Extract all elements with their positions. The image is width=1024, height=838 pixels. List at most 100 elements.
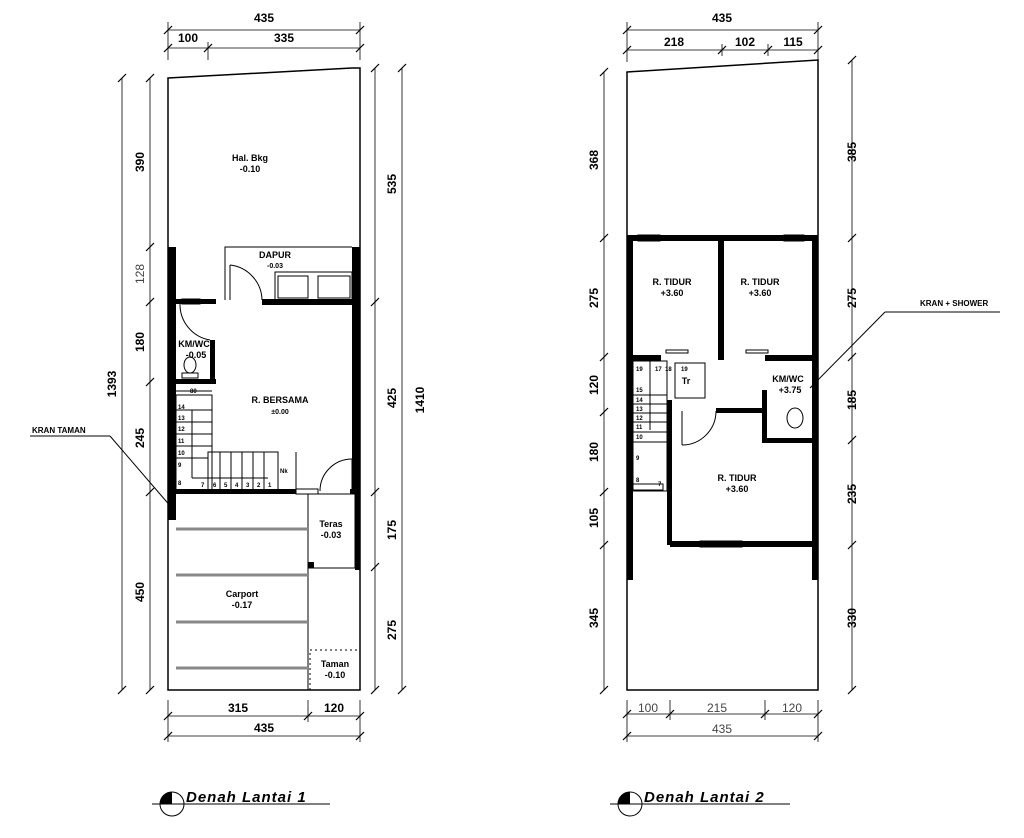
room-level: +3.75 xyxy=(779,385,802,395)
stair-step: 13 xyxy=(636,407,643,413)
dimension-right: 385 275 185 235 330 xyxy=(845,55,859,695)
plan-title: Denah Lantai 2 xyxy=(644,789,765,806)
stair-step: 19 xyxy=(681,367,688,373)
dim-top-seg: 115 xyxy=(783,35,803,49)
dim-right-seg: 275 xyxy=(385,620,399,640)
dim-top-seg1: 100 xyxy=(178,31,198,45)
dim-left-seg: 120 xyxy=(587,375,601,395)
stair-step: 3 xyxy=(246,483,250,489)
section-symbol-icon xyxy=(152,791,330,817)
note-kran-taman: KRAN TAMAN xyxy=(32,426,86,435)
dim-left-seg: 180 xyxy=(587,442,601,462)
stair-step: 4 xyxy=(235,483,239,489)
stair-step: 8 xyxy=(636,478,640,484)
dim-left-seg: 105 xyxy=(587,508,601,528)
dim-right-seg: 275 xyxy=(845,288,859,308)
dim-right-seg: 185 xyxy=(845,390,859,410)
dim-left-seg: 345 xyxy=(587,608,601,628)
room-name: R. TIDUR xyxy=(718,473,757,483)
dim-bottom-seg: 120 xyxy=(782,701,802,715)
dimension-top: 435 218 102 115 xyxy=(622,11,823,62)
stair-step: 7 xyxy=(201,483,205,489)
room-name: KM/WC xyxy=(178,339,210,349)
room-level: -0.03 xyxy=(267,263,283,270)
dim-right-seg: 235 xyxy=(845,484,859,504)
stair-step: 11 xyxy=(178,439,185,445)
stair-step: 9 xyxy=(636,456,640,462)
stair-label: Nk xyxy=(280,469,288,475)
room-name: Carport xyxy=(226,589,259,599)
room-level: +3.60 xyxy=(661,288,684,298)
bathroom xyxy=(179,298,211,379)
front-door-swing xyxy=(319,458,353,492)
kitchen xyxy=(224,246,353,301)
dimension-right: 535 425 175 275 1410 xyxy=(370,63,427,695)
dimension-bottom: 315 120 435 xyxy=(163,700,365,742)
stair-step: 1 xyxy=(268,483,272,489)
dim-top-total: 435 xyxy=(254,11,274,25)
room-level: +3.60 xyxy=(726,484,749,494)
plan-title: Denah Lantai 1 xyxy=(186,789,307,806)
dim-bottom-seg1: 315 xyxy=(228,701,248,715)
room-level: -0.03 xyxy=(321,530,342,540)
dim-right-seg: 535 xyxy=(385,174,399,194)
staircase: 19 17 18 19 15 14 13 12 11 10 9 8 7 Tr xyxy=(632,360,706,492)
dim-bottom-seg2: 120 xyxy=(324,701,344,715)
dim-left-seg: 368 xyxy=(587,150,601,170)
dim-left-seg: 275 xyxy=(587,288,601,308)
toilet-icon xyxy=(786,407,804,429)
dim-left-seg: 390 xyxy=(133,152,147,172)
stair-step: 7 xyxy=(658,482,662,488)
dim-right-seg: 175 xyxy=(385,520,399,540)
stair-step: 8 xyxy=(178,481,182,487)
stair-step: 10 xyxy=(178,451,185,457)
stair-step: 5 xyxy=(224,483,228,489)
dim-top-total: 435 xyxy=(712,11,732,25)
walls xyxy=(627,234,818,580)
sink-icon xyxy=(317,275,351,299)
room-name: DAPUR xyxy=(259,250,292,260)
room-level: +3.60 xyxy=(749,288,772,298)
stove-icon xyxy=(277,275,309,299)
dimension-bottom: 100 215 120 435 xyxy=(622,700,823,742)
room-name: Taman xyxy=(321,659,349,669)
dim-bottom-total: 435 xyxy=(254,721,274,735)
dim-right-seg: 425 xyxy=(385,388,399,408)
room-level: ±0.00 xyxy=(271,409,289,416)
teras-carport xyxy=(176,493,361,691)
stair-label: Tr xyxy=(682,376,691,386)
stair-step: 15 xyxy=(636,388,643,394)
leader-line xyxy=(809,311,886,389)
room-level: -0.17 xyxy=(232,600,253,610)
leader-line xyxy=(109,435,173,509)
dim-left-seg: 245 xyxy=(133,428,147,448)
stair-step: 14 xyxy=(636,398,643,404)
room-name: R. TIDUR xyxy=(741,277,780,287)
room-level: -0.10 xyxy=(325,670,346,680)
dim-left-seg: 450 xyxy=(133,582,147,602)
stair-width-label: 80 xyxy=(190,389,197,395)
dim-left-total: 1393 xyxy=(105,370,119,397)
dimension-left: 1393 390 128 180 245 450 xyxy=(105,73,155,695)
dim-right-total: 1410 xyxy=(413,386,427,413)
plan-lantai-2: 435 218 102 115 368 275 120 180 105 345 … xyxy=(587,11,1000,817)
dim-top-seg: 218 xyxy=(664,35,684,49)
stair-step: 12 xyxy=(178,427,185,433)
dim-left-seg: 128 xyxy=(133,264,147,284)
stair-step: 19 xyxy=(636,367,643,373)
dim-top-seg2: 335 xyxy=(274,31,294,45)
room-name: Teras xyxy=(319,519,342,529)
dim-right-seg: 385 xyxy=(845,142,859,162)
room-name: Hal. Bkg xyxy=(232,153,268,163)
stair-step: 18 xyxy=(665,367,672,373)
dim-left-seg: 180 xyxy=(133,332,147,352)
stair-step: 6 xyxy=(213,483,217,489)
dim-top-seg: 102 xyxy=(735,35,755,49)
dimension-top: 435 100 335 xyxy=(163,11,365,60)
plan-lantai-1: 435 100 335 1393 390 128 180 245 450 xyxy=(30,11,427,817)
dim-bottom-seg: 215 xyxy=(707,701,727,715)
window xyxy=(295,488,319,495)
stair-step: 10 xyxy=(636,435,643,441)
room-level: -0.10 xyxy=(240,164,261,174)
stair-step: 11 xyxy=(636,425,643,431)
